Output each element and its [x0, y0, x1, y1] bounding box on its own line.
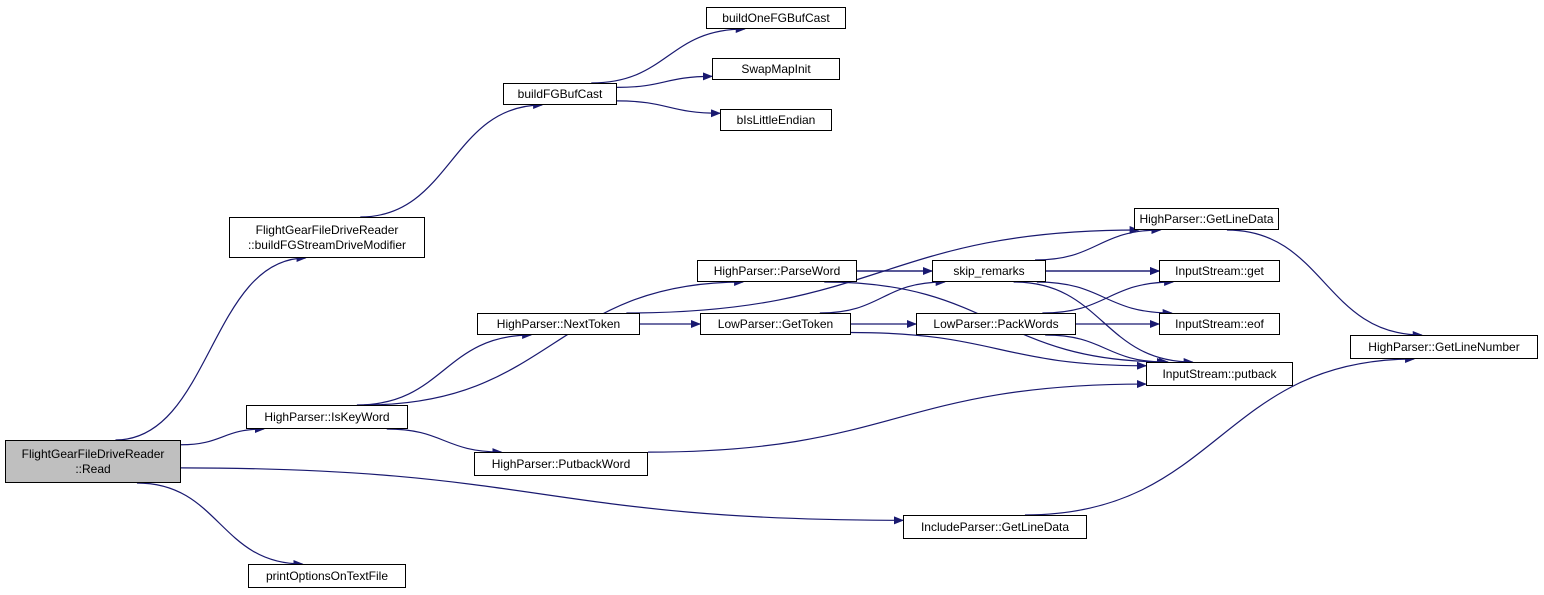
edge-isKeyWord-to-parseWord [363, 278, 745, 406]
node-label-line: FlightGearFileDriveReader [255, 222, 399, 237]
node-printoptionsontextfile[interactable]: printOptionsOnTextFile [248, 564, 406, 588]
edge-putbackWord-to-isPutback [647, 380, 1147, 453]
edge-getToken-to-skip [819, 278, 946, 314]
edge-incGetLineData-to-getLineNumber [1024, 355, 1416, 516]
node-label: bIsLittleEndian [736, 112, 816, 127]
edge-skip-to-hpGetLineData [1035, 226, 1162, 261]
node-label: IncludeParser::GetLineData [920, 519, 1070, 534]
node-buildonefgbufcast[interactable]: buildOneFGBufCast [706, 7, 846, 29]
edge-read-to-incGetLineData [180, 467, 904, 525]
node-label: LowParser::GetToken [717, 316, 834, 331]
node-label: HighParser::GetLineNumber [1368, 339, 1520, 354]
edge-buildCast-to-little [616, 100, 721, 118]
node-highparser-iskeyword[interactable]: HighParser::IsKeyWord [246, 405, 408, 429]
edge-buildCast-to-buildOne [591, 25, 746, 84]
node-highparser-nexttoken[interactable]: HighParser::NextToken [477, 313, 640, 335]
node-swapmapinit[interactable]: SwapMapInit [712, 58, 840, 80]
edge-skip-to-isEof [1036, 281, 1173, 317]
node-label: HighParser::ParseWord [713, 263, 841, 278]
edge-buildCast-to-swap [616, 72, 713, 89]
node-lowparser-packwords[interactable]: LowParser::PackWords [916, 313, 1076, 335]
node-label: InputStream::get [1175, 263, 1264, 278]
node-inputstream-eof[interactable]: InputStream::eof [1159, 313, 1280, 335]
node-lowparser-gettoken[interactable]: LowParser::GetToken [700, 313, 851, 335]
edge-read-to-buildStream [115, 254, 307, 441]
node-label: LowParser::PackWords [933, 316, 1059, 331]
node-label: HighParser::NextToken [496, 316, 621, 331]
node-bislittleendian[interactable]: bIsLittleEndian [720, 109, 832, 131]
node-inputstream-get[interactable]: InputStream::get [1159, 260, 1280, 282]
node-label: SwapMapInit [741, 61, 811, 76]
node-highparser-parseword[interactable]: HighParser::ParseWord [697, 260, 857, 282]
node-label-line: ::buildFGStreamDriveModifier [247, 237, 407, 252]
node-buildfgbufcast[interactable]: buildFGBufCast [503, 83, 617, 105]
edge-isKeyWord-to-nextToken [356, 331, 533, 406]
node-label: printOptionsOnTextFile [265, 568, 389, 583]
node-label: HighParser::IsKeyWord [264, 409, 390, 424]
node-highparser-getlinenumber[interactable]: HighParser::GetLineNumber [1350, 335, 1538, 359]
edge-buildStream-to-buildCast [360, 101, 544, 218]
edge-getToken-to-isPutback [850, 331, 1147, 370]
node-label: InputStream::putback [1162, 366, 1277, 381]
edge-hpGetLineData-to-getLineNumber [1226, 229, 1423, 339]
edge-read-to-printOpts [136, 482, 304, 568]
node-includeparser-getlinedata[interactable]: IncludeParser::GetLineData [903, 515, 1087, 539]
node-inputstream-putback[interactable]: InputStream::putback [1146, 362, 1293, 386]
node-highparser-getlinedata[interactable]: HighParser::GetLineData [1134, 208, 1279, 230]
edge-packWords-to-isPutback [1045, 334, 1167, 366]
node-skip-remarks[interactable]: skip_remarks [932, 260, 1046, 282]
node-label: buildFGBufCast [517, 86, 603, 101]
node-label-line: ::Read [75, 461, 111, 476]
node-highparser-putbackword[interactable]: HighParser::PutbackWord [474, 452, 648, 476]
node-label: skip_remarks [953, 263, 1025, 278]
node-label-line: FlightGearFileDriveReader [21, 446, 165, 461]
node-label: InputStream::eof [1175, 316, 1264, 331]
node-label: HighParser::GetLineData [1139, 211, 1274, 226]
edge-packWords-to-isGet [1042, 278, 1175, 314]
node-label: buildOneFGBufCast [722, 10, 830, 25]
edge-read-to-isKeyWord [180, 425, 265, 446]
node-flightgearfiledrivereader-read: FlightGearFileDriveReader ::Read [5, 440, 181, 483]
node-label: HighParser::PutbackWord [491, 456, 631, 471]
edge-isKeyWord-to-putbackWord [386, 428, 503, 456]
node-buildfgstreamdrivemodifier[interactable]: FlightGearFileDriveReader ::buildFGStrea… [229, 217, 425, 258]
